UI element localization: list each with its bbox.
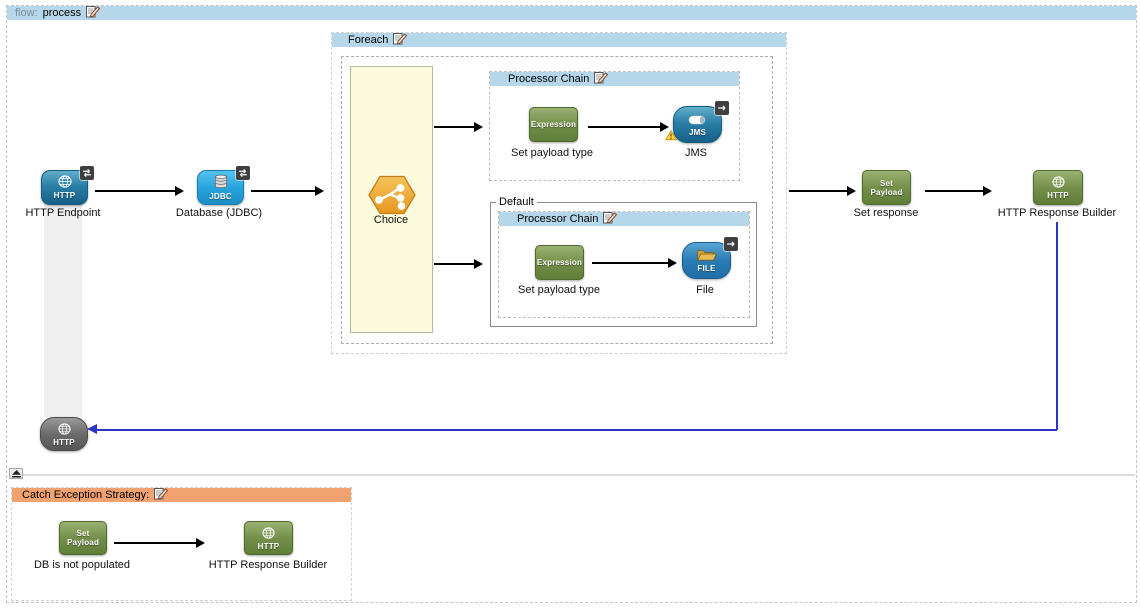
globe-icon: [57, 422, 72, 440]
response-line-horizontal: [87, 425, 1057, 434]
choice-router-icon: [368, 175, 416, 215]
edit-icon[interactable]: [594, 71, 609, 87]
response-lane: [44, 187, 82, 417]
globe-icon: [57, 175, 73, 193]
set-response-node[interactable]: Set Payload: [862, 170, 911, 205]
http-endpoint-label: HTTP Endpoint: [25, 207, 101, 219]
http-endpoint-node[interactable]: HTTP: [41, 166, 94, 205]
foreach-title: Foreach: [348, 34, 389, 46]
set-response-label: Set response: [853, 207, 919, 219]
connector-arrow: [789, 186, 856, 195]
two-way-exchange-badge-icon: [80, 166, 94, 180]
jms-label: JMS: [685, 147, 707, 159]
processor-chain-when-header[interactable]: Processor Chain: [490, 72, 739, 86]
default-route-group: [490, 202, 757, 327]
jms-node[interactable]: JMS: [664, 101, 729, 143]
edit-icon[interactable]: [603, 211, 618, 227]
http-response-builder-label: HTTP Response Builder: [997, 207, 1117, 219]
jms-cylinder-icon: [688, 112, 708, 130]
edit-icon[interactable]: [86, 5, 101, 21]
processor-chain-when-title: Processor Chain: [508, 73, 590, 85]
http-caption: HTTP: [257, 541, 280, 551]
flow-name: process: [42, 7, 82, 19]
edit-icon[interactable]: [154, 487, 169, 503]
http-caption: HTTP: [53, 437, 75, 447]
exception-divider: [22, 474, 1135, 476]
database-cylinder-icon: [211, 174, 231, 194]
exception-set-payload-node[interactable]: Set Payload: [59, 521, 107, 555]
flow-container: [6, 5, 1137, 603]
database-label: Database (JDBC): [175, 207, 263, 219]
flow-header[interactable]: flow: process: [7, 6, 1136, 20]
collapse-exception-button[interactable]: [9, 468, 23, 479]
file-label: File: [696, 284, 714, 296]
file-node[interactable]: FILE: [682, 237, 738, 279]
globe-icon: [1051, 175, 1066, 193]
database-jdbc-node[interactable]: JDBC: [197, 166, 250, 205]
processor-chain-default-header[interactable]: Processor Chain: [499, 212, 749, 226]
connector-arrow: [434, 259, 483, 268]
catch-exception-title: Catch Exception Strategy:: [22, 489, 150, 501]
globe-icon: [261, 526, 276, 544]
choice-label: Choice: [373, 214, 409, 226]
set-payload-caption: Set Payload: [66, 529, 100, 547]
warning-icon: [664, 128, 678, 146]
connector-arrow: [251, 186, 324, 195]
connector-arrow: [588, 122, 669, 131]
exception-set-payload-label: DB is not populated: [33, 559, 130, 571]
expression-when-label: Set payload type: [511, 147, 593, 159]
catch-exception-header[interactable]: Catch Exception Strategy:: [12, 488, 351, 502]
processor-chain-when: [489, 71, 740, 181]
response-http-endpoint-node[interactable]: HTTP: [40, 417, 88, 451]
connector-arrow: [925, 186, 992, 195]
default-route-label: Default: [496, 196, 537, 208]
folder-icon: [696, 248, 718, 266]
one-way-arrow-badge-icon: [715, 101, 729, 115]
catch-exception-strategy: [11, 487, 352, 601]
file-caption: FILE: [697, 264, 716, 273]
connector-arrow: [434, 122, 483, 131]
edit-icon[interactable]: [393, 32, 408, 48]
set-payload-caption: Set Payload: [870, 178, 903, 197]
connector-arrow: [95, 186, 184, 195]
processor-chain-default-title: Processor Chain: [517, 213, 599, 225]
expression-caption: Expression: [530, 120, 577, 129]
response-line-vertical: [1056, 222, 1058, 430]
one-way-arrow-badge-icon: [724, 237, 738, 251]
expression-default-node[interactable]: Expression: [535, 245, 584, 280]
expression-caption: Expression: [536, 258, 583, 267]
foreach-header[interactable]: Foreach: [332, 33, 786, 47]
collapse-up-icon: [11, 465, 22, 483]
foreach-inner-area: [341, 56, 773, 344]
database-caption: JDBC: [209, 192, 232, 201]
connector-arrow: [114, 538, 205, 547]
foreach-scope: [331, 32, 787, 354]
exception-http-response-builder-label: HTTP Response Builder: [208, 559, 328, 571]
expression-default-label: Set payload type: [518, 284, 600, 296]
two-way-exchange-badge-icon: [236, 166, 250, 180]
processor-chain-default: [498, 211, 750, 318]
flow-header-prefix: flow:: [15, 7, 38, 19]
http-response-builder-node[interactable]: HTTP: [1033, 170, 1083, 205]
exception-http-response-builder-node[interactable]: HTTP: [244, 521, 293, 555]
http-caption: HTTP: [1047, 191, 1069, 200]
expression-when-node[interactable]: Expression: [529, 107, 578, 142]
connector-arrow: [592, 258, 677, 267]
http-endpoint-caption: HTTP: [53, 191, 76, 200]
choice-node[interactable]: [367, 175, 417, 215]
jms-caption: JMS: [688, 128, 707, 137]
